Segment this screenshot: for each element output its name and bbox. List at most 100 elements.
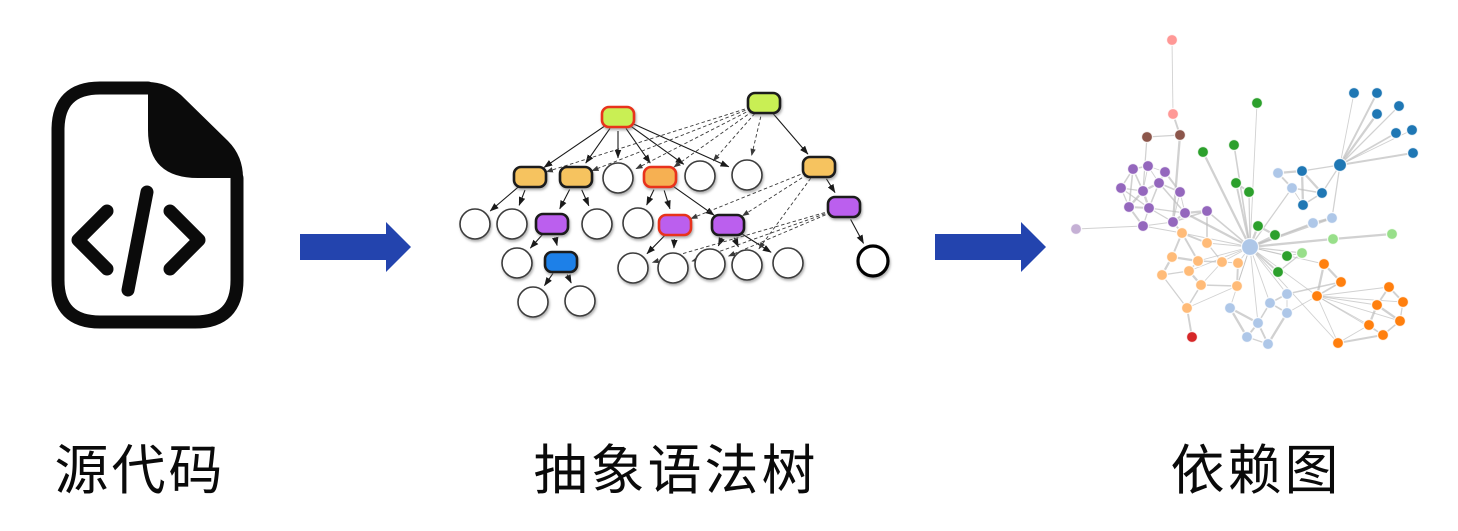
dependency-node — [1215, 255, 1229, 269]
dependency-edge — [1249, 102, 1258, 248]
dependency-node — [1370, 298, 1384, 312]
dependency-edge — [1249, 246, 1288, 295]
label-ast: 抽象语法树 — [533, 441, 819, 501]
ast-edge — [651, 210, 831, 264]
ast-node — [617, 252, 649, 284]
dependency-node — [1280, 306, 1294, 320]
dependency-edge — [1339, 132, 1397, 166]
dependency-node — [1295, 164, 1309, 178]
dependency-edge — [1337, 334, 1384, 344]
dependency-node — [1191, 254, 1205, 268]
ast-edge — [741, 174, 808, 217]
ast-node — [856, 244, 890, 278]
dependency-node — [1140, 130, 1154, 144]
ast-node — [600, 105, 636, 129]
ast-node — [657, 252, 689, 284]
ast-edge — [727, 212, 832, 257]
ast-edge — [712, 113, 756, 162]
dependency-node — [1263, 296, 1277, 310]
ast-edge — [646, 234, 666, 255]
dependency-node — [1331, 336, 1345, 350]
ast-nodes — [459, 91, 890, 318]
dependency-node — [1376, 328, 1390, 342]
dependency-node — [1126, 162, 1140, 176]
dependency-node — [1069, 222, 1083, 236]
dependency-edge — [1316, 295, 1404, 303]
dependency-edge — [1249, 246, 1271, 304]
label-dependency-graph: 依赖图 — [1170, 441, 1342, 501]
dependency-node — [1296, 198, 1310, 212]
dependency-node — [1326, 232, 1340, 246]
ast-edge — [581, 189, 590, 207]
dependency-node — [1166, 215, 1180, 229]
ast-edge — [671, 184, 715, 216]
dependency-node — [1389, 126, 1403, 140]
dependency-edge — [1339, 105, 1400, 166]
ast-node — [581, 208, 613, 240]
dependency-node — [1382, 280, 1396, 294]
ast-diagram — [459, 91, 890, 318]
ast-node — [731, 249, 763, 281]
dependency-node — [1370, 86, 1384, 100]
ast-edge — [825, 178, 836, 194]
dependency-graph-nodes — [1069, 33, 1420, 351]
dependency-node — [1155, 268, 1169, 282]
dependency-node — [1250, 96, 1264, 110]
ast-edge — [585, 128, 611, 164]
file-fold-corner — [148, 82, 243, 178]
dependency-node — [1229, 176, 1243, 190]
dependency-node — [1142, 201, 1156, 215]
ast-edges — [489, 106, 865, 287]
ast-node — [622, 207, 654, 239]
ast-node — [694, 248, 726, 280]
dependency-node — [1242, 185, 1256, 199]
dependency-node — [1231, 256, 1245, 270]
dependency-edge — [1248, 191, 1251, 248]
dependency-node — [1165, 33, 1179, 47]
dependency-node — [1271, 265, 1285, 279]
dependency-node — [1295, 246, 1309, 260]
code-file-icon — [51, 81, 244, 329]
dependency-node — [1200, 236, 1214, 250]
dependency-edge — [1128, 168, 1134, 208]
ast-node — [602, 162, 634, 194]
dependency-node — [1325, 211, 1339, 225]
ast-node — [801, 155, 837, 179]
flow-arrow-right — [935, 222, 1046, 272]
ast-edge — [717, 236, 725, 247]
dependency-node — [1122, 200, 1136, 214]
dependency-edge — [1316, 295, 1401, 322]
dependency-edge — [1171, 39, 1174, 115]
dependency-node — [1141, 159, 1155, 173]
dependency-node — [1261, 337, 1275, 351]
dependency-edge — [1331, 232, 1394, 241]
dependency-node — [1251, 219, 1265, 233]
dependency-node — [1165, 250, 1179, 264]
dependency-node — [1370, 107, 1384, 121]
dependency-node — [1182, 264, 1196, 278]
ast-edge — [690, 171, 807, 220]
ast-edge — [739, 232, 772, 253]
dependency-graph — [1069, 33, 1420, 351]
ast-node — [746, 91, 782, 115]
ast-node — [684, 160, 716, 192]
dependency-edge — [1339, 152, 1414, 166]
dependency-edge — [1158, 182, 1186, 214]
slash-icon — [121, 185, 154, 297]
dependency-node — [1405, 123, 1419, 137]
ast-node — [459, 208, 491, 240]
dependency-node — [1240, 237, 1260, 257]
dependency-node — [1173, 185, 1187, 199]
dependency-edge — [1339, 92, 1355, 166]
chevron-right-icon — [163, 204, 206, 276]
dependency-node — [1251, 316, 1265, 330]
ast-node — [772, 247, 804, 279]
dependency-node — [1194, 278, 1208, 292]
file-outline — [51, 81, 244, 329]
ast-edge — [564, 274, 572, 284]
dependency-node — [1173, 128, 1187, 142]
dependency-edge — [1286, 281, 1342, 295]
ast-node — [501, 247, 533, 279]
ast-edge — [673, 110, 753, 168]
